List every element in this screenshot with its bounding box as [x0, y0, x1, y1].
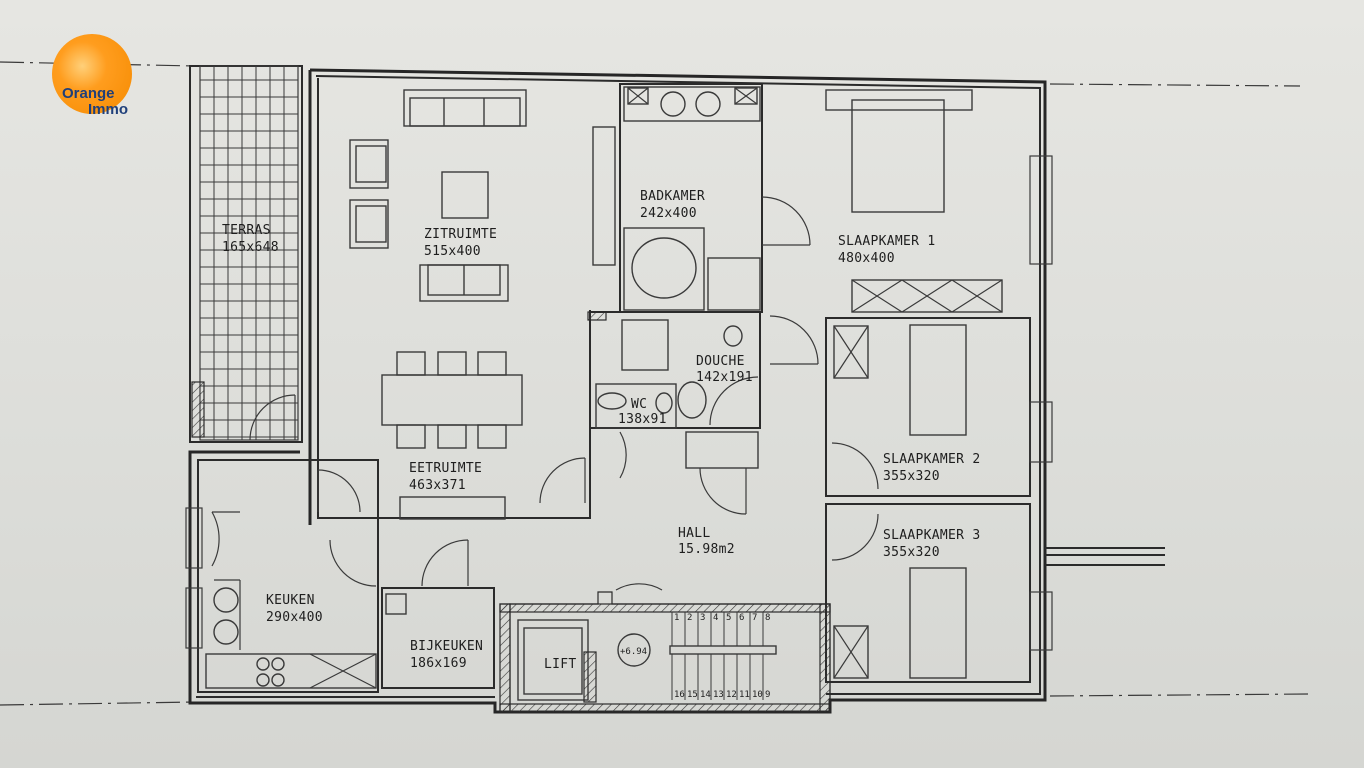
- stairwell: [329, 539, 831, 713]
- room-size-eetruimte: 463x371: [409, 478, 466, 493]
- orange-immo-logo: Orange Immo: [52, 34, 134, 118]
- stair-step-number: 10: [752, 690, 763, 700]
- room-size-zitruimte: 515x400: [424, 244, 481, 259]
- room-size-hall: 15.98m2: [678, 542, 735, 557]
- room-size-slaapkamer1: 480x400: [838, 251, 895, 266]
- stair-step-number: 9: [765, 690, 770, 700]
- stair-step-number: 1: [674, 613, 679, 623]
- shower-wc: [587, 311, 819, 515]
- stair-step-number: 16: [674, 690, 685, 700]
- lift-label: LIFT: [544, 657, 577, 672]
- room-name-wc: WC: [631, 397, 647, 412]
- logo-disc: [52, 34, 132, 114]
- room-name-terras: TERRAS: [222, 223, 271, 238]
- room-name-keuken: KEUKEN: [266, 593, 315, 608]
- stair-step-number: 11: [739, 690, 750, 700]
- room-name-douche: DOUCHE: [696, 354, 745, 369]
- stair-step-number: 5: [726, 613, 731, 623]
- room-name-slaapkamer2: SLAAPKAMER 2: [883, 452, 981, 467]
- room-size-keuken: 290x400: [266, 610, 323, 625]
- room-size-douche: 142x191: [696, 370, 753, 385]
- room-size-badkamer: 242x400: [640, 206, 697, 221]
- room-labels: TERRAS 165x648 ZITRUIMTE 515x400 BADKAME…: [222, 189, 981, 672]
- stair-step-number: 4: [713, 613, 718, 623]
- room-name-zitruimte: ZITRUIMTE: [424, 227, 497, 242]
- room-name-slaapkamer3: SLAAPKAMER 3: [883, 528, 981, 543]
- stair-step-number: 2: [687, 613, 692, 623]
- stair-step-number: 6: [739, 613, 744, 623]
- room-name-bijkeuken: BIJKEUKEN: [410, 639, 483, 654]
- stair-step-number: 12: [726, 690, 737, 700]
- room-size-terras: 165x648: [222, 240, 279, 255]
- stair-step-number: 3: [700, 613, 705, 623]
- room-size-wc: 138x91: [618, 412, 667, 427]
- room-size-bijkeuken: 186x169: [410, 656, 467, 671]
- room-name-badkamer: BADKAMER: [640, 189, 705, 204]
- room-size-slaapkamer3: 355x320: [883, 545, 940, 560]
- stair-step-number: 7: [752, 613, 757, 623]
- logo-text-orange: Orange: [62, 85, 115, 102]
- room-size-slaapkamer2: 355x320: [883, 469, 940, 484]
- terrace: [189, 65, 303, 443]
- stair-step-number: 8: [765, 613, 770, 623]
- stair-step-number: 13: [713, 690, 724, 700]
- kitchen: [185, 459, 495, 693]
- room-name-hall: HALL: [678, 526, 711, 541]
- level-marker: +6.94: [620, 647, 647, 657]
- room-name-slaapkamer1: SLAAPKAMER 1: [838, 234, 936, 249]
- stair-step-number: 15: [687, 690, 698, 700]
- room-name-eetruimte: EETRUIMTE: [409, 461, 482, 476]
- bedrooms: [825, 89, 1053, 683]
- living-furniture: [317, 89, 616, 520]
- stair-step-number: 14: [700, 690, 711, 700]
- logo-text-immo: Immo: [88, 101, 129, 118]
